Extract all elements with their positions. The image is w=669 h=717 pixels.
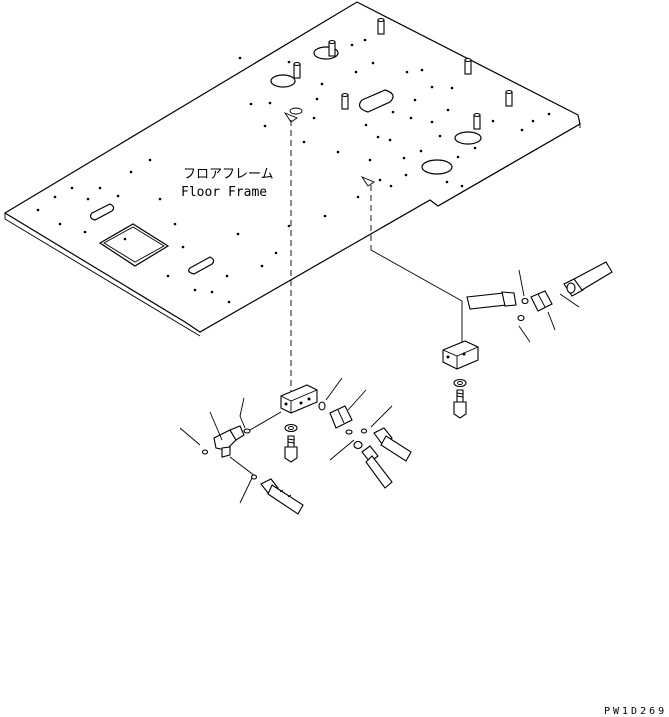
right-washer bbox=[453, 378, 467, 388]
slot-upper-right bbox=[358, 89, 394, 113]
left-block bbox=[280, 384, 318, 414]
floor-frame-label-jp: フロアフレーム bbox=[183, 167, 274, 182]
left-washer bbox=[284, 423, 298, 433]
square-opening bbox=[98, 223, 170, 267]
floor-frame-plate bbox=[3, 1, 581, 337]
small-holes bbox=[36, 38, 551, 304]
connection-lines bbox=[290, 120, 463, 402]
drawing-code: PW1D269 bbox=[604, 706, 667, 717]
oval-hole-4 bbox=[454, 131, 482, 145]
hose-right-upper bbox=[360, 427, 412, 462]
o-ring-elbow bbox=[201, 449, 209, 455]
hose-right-lower bbox=[353, 440, 393, 489]
nipple-fitting bbox=[318, 401, 353, 435]
slot-lower bbox=[188, 256, 215, 275]
right-block bbox=[442, 340, 479, 370]
floor-frame-label-en: Floor Frame bbox=[181, 185, 267, 200]
oval-hole-1 bbox=[270, 74, 296, 88]
left-bolt bbox=[284, 435, 298, 463]
oval-hole-2 bbox=[313, 46, 339, 60]
hose-right-assembly bbox=[466, 261, 613, 322]
right-bolt bbox=[453, 389, 467, 419]
elbow-fitting bbox=[213, 425, 245, 458]
o-ring-left-block bbox=[243, 428, 251, 434]
studs bbox=[293, 17, 513, 130]
oval-hole-3 bbox=[421, 159, 453, 175]
slot-left bbox=[89, 203, 115, 221]
hose-left bbox=[250, 474, 304, 515]
